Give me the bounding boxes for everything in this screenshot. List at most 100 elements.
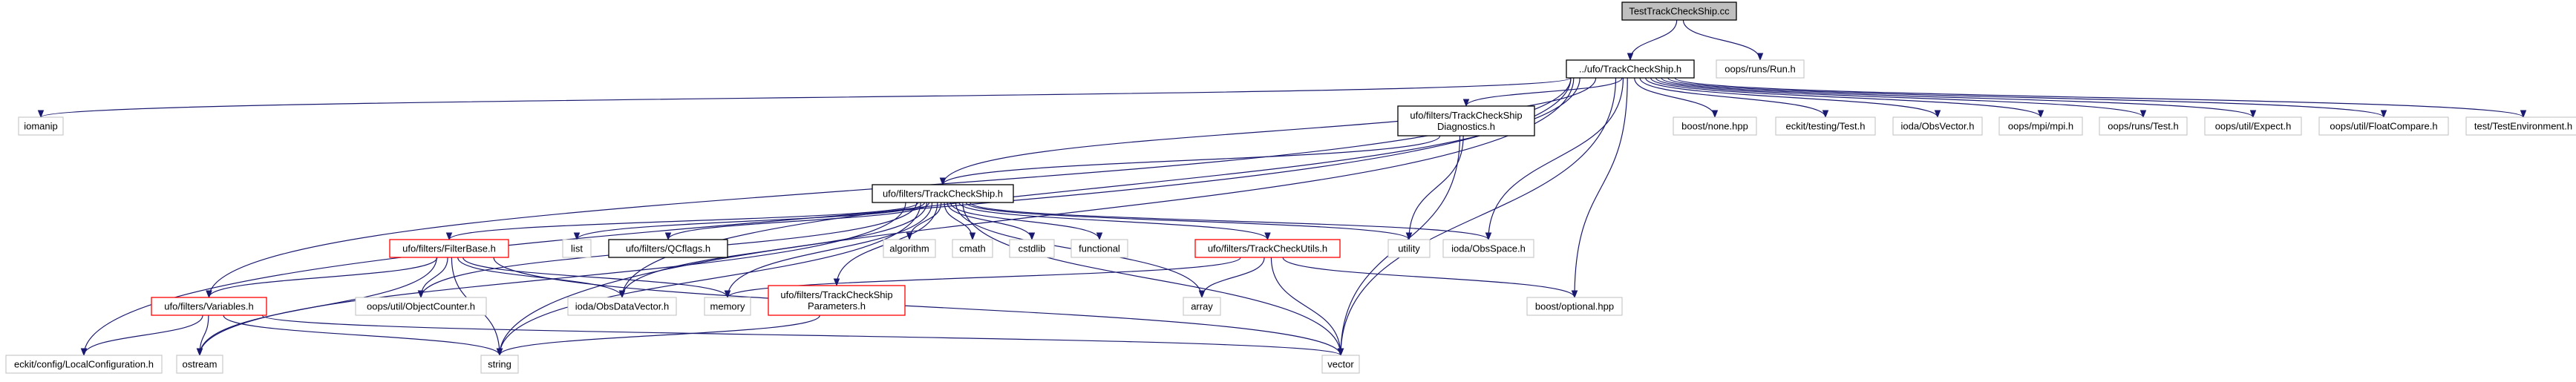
node-label-cmath: cmath xyxy=(959,243,985,254)
edge-trackcheckship_main-to-obsspace xyxy=(1485,77,1624,241)
node-memory[interactable]: memory xyxy=(704,297,751,316)
node-label-boost_optional: boost/optional.hpp xyxy=(1535,301,1614,312)
node-label-eckit_test: eckit/testing/Test.h xyxy=(1786,121,1866,132)
edge-filters_tcs-to-vector xyxy=(962,202,1344,357)
node-filters_tcs[interactable]: ufo/filters/TrackCheckShip.h xyxy=(872,184,1014,203)
node-variables[interactable]: ufo/filters/Variables.h xyxy=(151,297,267,316)
node-boost_optional[interactable]: boost/optional.hpp xyxy=(1526,297,1623,316)
edge-filters_tcs-to-memory xyxy=(724,202,933,299)
edge-filters_tcs-to-filterbase xyxy=(445,202,919,241)
node-localconfig[interactable]: eckit/config/LocalConfiguration.h xyxy=(5,355,163,374)
node-label-diag_h: ufo/filters/TrackCheckShip xyxy=(1410,110,1522,121)
node-ostream[interactable]: ostream xyxy=(176,355,223,374)
node-box-obsvector xyxy=(1892,116,1983,136)
edge-trackcheckship_main-to-eckit_test xyxy=(1639,77,1829,119)
node-label-vector: vector xyxy=(1327,359,1354,370)
edge-trackcheckship_main-to-floatcompare xyxy=(1667,77,2387,119)
node-functional[interactable]: functional xyxy=(1070,239,1128,258)
edge-root-to-trackcheckship_main xyxy=(1627,19,1678,62)
node-label-runs_test: oops/runs/Test.h xyxy=(2108,121,2178,132)
edge-trackcheckship_main-to-mpi_h xyxy=(1650,77,2044,119)
edge-filters_tcs-to-list xyxy=(573,202,925,241)
node-label-floatcompare: oops/util/FloatCompare.h xyxy=(2330,121,2437,132)
node-box-vector xyxy=(1321,355,1360,374)
node-label-iomanip: iomanip xyxy=(24,121,58,132)
node-trackcheckship_main[interactable]: ../ufo/TrackCheckShip.h xyxy=(1566,59,1695,79)
node-box-run_h xyxy=(1716,59,1805,79)
node-mpi_h[interactable]: oops/mpi/mpi.h xyxy=(1998,116,2083,136)
node-vector[interactable]: vector xyxy=(1321,355,1360,374)
node-expect_h[interactable]: oops/util/Expect.h xyxy=(2204,116,2302,136)
edge-variables-to-localconfig xyxy=(80,315,203,357)
node-label-boost_none: boost/none.hpp xyxy=(1681,121,1748,132)
node-boost_none[interactable]: boost/none.hpp xyxy=(1673,116,1757,136)
node-array[interactable]: array xyxy=(1183,297,1221,316)
node-utility[interactable]: utility xyxy=(1387,239,1431,258)
node-label-obsdatavector: ioda/ObsDataVector.h xyxy=(575,301,669,312)
node-label-obsvector: ioda/ObsVector.h xyxy=(1900,121,1974,132)
node-box-cstdlib xyxy=(1009,239,1055,258)
edge-filters_tcs-to-tcutils xyxy=(958,202,1271,241)
edge-diag_h-to-filters_tcs xyxy=(939,135,1441,186)
edge-variables-to-vector xyxy=(261,315,1344,357)
node-filterbase[interactable]: ufo/filters/FilterBase.h xyxy=(389,239,509,258)
node-qcflags[interactable]: ufo/filters/QCflags.h xyxy=(608,239,728,258)
edge-trackcheckship_main-to-boost_none xyxy=(1634,77,1719,119)
node-box-filterbase xyxy=(389,239,509,258)
node-box-obsspace xyxy=(1442,239,1534,258)
node-obsdatavector[interactable]: ioda/ObsDataVector.h xyxy=(567,297,677,316)
edge-trackcheckship_main-to-filters_tcs xyxy=(939,77,1597,186)
node-box-root xyxy=(1621,1,1737,21)
node-run_h[interactable]: oops/runs/Run.h xyxy=(1716,59,1805,79)
node-box-eckit_test xyxy=(1775,116,1876,136)
node-box-objectcounter xyxy=(355,297,487,316)
node-testenv[interactable]: test/TestEnvironment.h xyxy=(2465,116,2576,136)
node-runs_test[interactable]: oops/runs/Test.h xyxy=(2099,116,2188,136)
node-box-string xyxy=(480,355,519,374)
node-algorithm[interactable]: algorithm xyxy=(883,239,936,258)
node-obsspace[interactable]: ioda/ObsSpace.h xyxy=(1442,239,1534,258)
edge-root-to-run_h xyxy=(1682,19,1764,62)
node-obsvector[interactable]: ioda/ObsVector.h xyxy=(1892,116,1983,136)
node-cmath[interactable]: cmath xyxy=(952,239,993,258)
node-box-cmath xyxy=(952,239,993,258)
edge-trackcheckship_main-to-boost_optional xyxy=(1571,77,1628,299)
edge-filterbase-to-ostream xyxy=(196,257,437,357)
edge-trackcheckship_main-to-runs_test xyxy=(1655,77,2147,119)
node-objectcounter[interactable]: oops/util/ObjectCounter.h xyxy=(355,297,487,316)
node-box-memory xyxy=(704,297,751,316)
node-box-filters_tcs xyxy=(872,184,1014,203)
node-label-array: array xyxy=(1191,301,1213,312)
node-box-floatcompare xyxy=(2318,116,2449,136)
edge-filters_tcs-to-cstdlib xyxy=(947,202,1036,241)
node-list[interactable]: list xyxy=(562,239,592,258)
node-floatcompare[interactable]: oops/util/FloatCompare.h xyxy=(2318,116,2449,136)
node-box-algorithm xyxy=(883,239,936,258)
node-label-filters_tcs: ufo/filters/TrackCheckShip.h xyxy=(883,188,1003,200)
node-label-objectcounter: oops/util/ObjectCounter.h xyxy=(367,301,475,312)
node-eckit_test[interactable]: eckit/testing/Test.h xyxy=(1775,116,1876,136)
node-cstdlib[interactable]: cstdlib xyxy=(1009,239,1055,258)
node-label-mpi_h: oops/mpi/mpi.h xyxy=(2008,121,2073,132)
node-label-tcutils: ufo/filters/TrackCheckUtils.h xyxy=(1208,243,1327,254)
node-box-tcutils xyxy=(1194,239,1341,258)
edge-variables-to-string xyxy=(223,315,503,357)
node-box-diag_h xyxy=(1397,105,1535,136)
node-label-trackcheckship_main: ../ufo/TrackCheckShip.h xyxy=(1579,64,1681,75)
node-iomanip[interactable]: iomanip xyxy=(18,116,64,136)
node-tcutils[interactable]: ufo/filters/TrackCheckUtils.h xyxy=(1194,239,1341,258)
node-label-diag_h: Diagnostics.h xyxy=(1437,121,1495,132)
edge-tcutils-to-vector xyxy=(1270,257,1344,357)
node-root[interactable]: TestTrackCheckShip.cc xyxy=(1621,1,1737,21)
node-string[interactable]: string xyxy=(480,355,519,374)
node-label-filterbase: ufo/filters/FilterBase.h xyxy=(402,243,496,254)
node-label-expect_h: oops/util/Expect.h xyxy=(2215,121,2292,132)
edge-filterbase-to-memory xyxy=(462,257,731,299)
node-label-ostream: ostream xyxy=(183,359,218,370)
node-box-obsdatavector xyxy=(567,297,677,316)
edge-filterbase-to-vector xyxy=(493,257,1344,357)
edge-filters_tcs-to-functional xyxy=(949,202,1103,241)
